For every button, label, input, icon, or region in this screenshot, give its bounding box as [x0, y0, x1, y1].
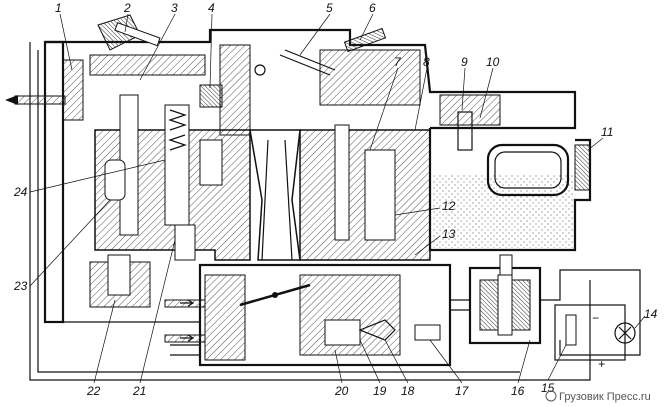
leader-lines — [29, 13, 646, 384]
accelerator-pump-valve — [89, 224, 196, 308]
callout-1: 1 — [55, 1, 62, 15]
needle-valve-body — [439, 94, 501, 126]
callout-14: 14 — [644, 307, 658, 321]
callout-7: 7 — [394, 55, 402, 69]
emulsion-tube — [334, 124, 350, 241]
solenoid-valve — [468, 254, 542, 345]
callout-3: 3 — [171, 1, 178, 15]
top-components — [97, 14, 387, 108]
callout-15: 15 — [541, 381, 555, 395]
callout-20: 20 — [334, 384, 349, 398]
plus-sign: + — [598, 357, 605, 371]
fuel-channels — [29, 42, 641, 381]
fuel-outlet-pipe — [5, 95, 206, 343]
callout-9: 9 — [461, 55, 468, 69]
callout-6: 6 — [369, 1, 376, 15]
callout-24: 24 — [13, 185, 28, 199]
callout-21: 21 — [132, 384, 146, 398]
callout-13: 13 — [442, 227, 456, 241]
econostat-valve — [104, 159, 126, 201]
lamp — [614, 322, 636, 344]
callout-23: 23 — [13, 279, 28, 293]
arrow-left-icon — [5, 95, 18, 105]
minus-sign: − — [592, 311, 599, 325]
callout-5: 5 — [326, 1, 333, 15]
arrow-right-icon — [180, 299, 195, 307]
throttle-body — [198, 263, 452, 367]
callout-labels: 1 2 3 4 5 6 7 8 9 10 11 12 13 14 15 16 1… — [13, 1, 658, 398]
watermark-logo-icon — [545, 390, 557, 402]
callout-22: 22 — [86, 384, 101, 398]
callout-19: 19 — [373, 384, 387, 398]
callout-18: 18 — [401, 384, 415, 398]
callout-8: 8 — [423, 55, 430, 69]
callout-4: 4 — [208, 1, 215, 15]
electric-circuit: − + — [554, 304, 636, 371]
float — [486, 143, 570, 197]
mixing-chamber — [94, 94, 431, 261]
callout-11: 11 — [601, 125, 613, 139]
callout-12: 12 — [442, 199, 456, 213]
callout-16: 16 — [511, 384, 525, 398]
sight-glass — [574, 144, 591, 191]
float-chamber — [428, 94, 592, 252]
arrow-right-icon — [180, 334, 195, 342]
venturi — [249, 129, 301, 261]
callout-17: 17 — [455, 384, 470, 398]
relay — [565, 314, 577, 346]
watermark-text: Грузовик Пресс.ru — [559, 391, 651, 403]
callout-10: 10 — [486, 55, 500, 69]
callout-2: 2 — [123, 1, 131, 15]
watermark: Грузовик Пресс.ru — [545, 390, 651, 403]
